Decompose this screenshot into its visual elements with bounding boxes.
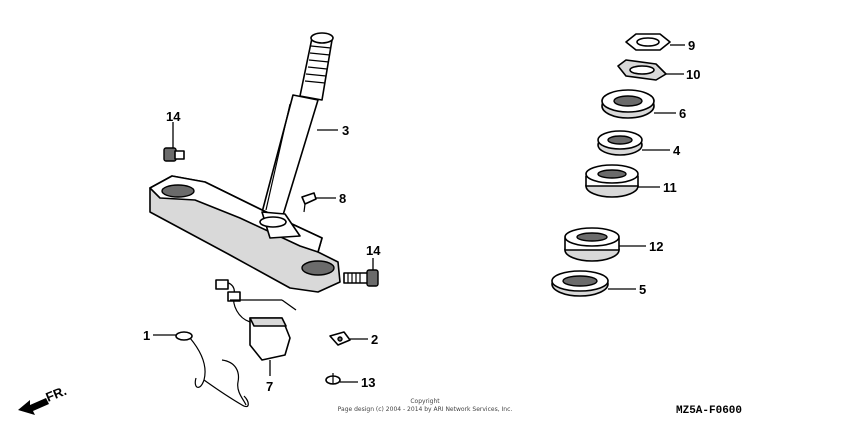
dust-seal-5[interactable] — [551, 270, 609, 297]
lock-washer-10[interactable] — [617, 59, 667, 81]
copyright-notice: Copyright Page design (c) 2004 - 2014 by… — [300, 398, 550, 414]
callout-8[interactable]: 8 — [339, 191, 346, 206]
front-marker-label: FR. — [44, 383, 69, 405]
callout-12[interactable]: 12 — [649, 239, 663, 254]
front-direction-arrow-icon: FR. — [18, 383, 69, 415]
bearing-race-4[interactable] — [597, 130, 643, 156]
callout-11[interactable]: 11 — [663, 180, 677, 195]
clip-2[interactable] — [329, 331, 351, 346]
copyright-line-1: Copyright — [410, 398, 440, 405]
callout-10[interactable]: 10 — [686, 67, 700, 82]
lower-bearing-12[interactable] — [564, 227, 620, 262]
copyright-line-2: Page design (c) 2004 - 2014 by ARI Netwo… — [337, 406, 513, 413]
callout-13[interactable]: 13 — [361, 375, 375, 390]
switch-assembly-7[interactable] — [215, 279, 297, 361]
callout-6[interactable]: 6 — [679, 106, 686, 121]
callout-14-upper[interactable]: 14 — [166, 109, 181, 124]
adjusting-nut-6[interactable] — [601, 89, 655, 119]
wire-bracket-1[interactable] — [175, 331, 249, 408]
callout-7[interactable]: 7 — [266, 379, 273, 394]
upper-bearing-11[interactable] — [585, 164, 639, 198]
callout-3[interactable]: 3 — [342, 123, 349, 138]
bolt-upper-14[interactable] — [163, 147, 185, 162]
stem-nut-9[interactable] — [625, 33, 671, 51]
bolt-lower-14[interactable] — [343, 269, 379, 287]
callout-14-lower[interactable]: 14 — [366, 243, 381, 258]
callout-9[interactable]: 9 — [688, 38, 695, 53]
lower-triple-clamp[interactable] — [149, 175, 341, 293]
bolt-8[interactable] — [301, 192, 317, 213]
steering-stem-shaft[interactable] — [259, 32, 334, 226]
screw-13[interactable] — [325, 373, 341, 385]
callout-labels: 14 3 8 14 1 2 7 13 9 10 6 4 11 12 5 — [143, 38, 700, 394]
diagram-code: MZ5A-F0600 — [676, 405, 742, 417]
callout-4[interactable]: 4 — [673, 143, 681, 158]
leader-lines — [153, 44, 685, 383]
callout-1[interactable]: 1 — [143, 328, 150, 343]
callout-5[interactable]: 5 — [639, 282, 646, 297]
callout-2[interactable]: 2 — [371, 332, 378, 347]
